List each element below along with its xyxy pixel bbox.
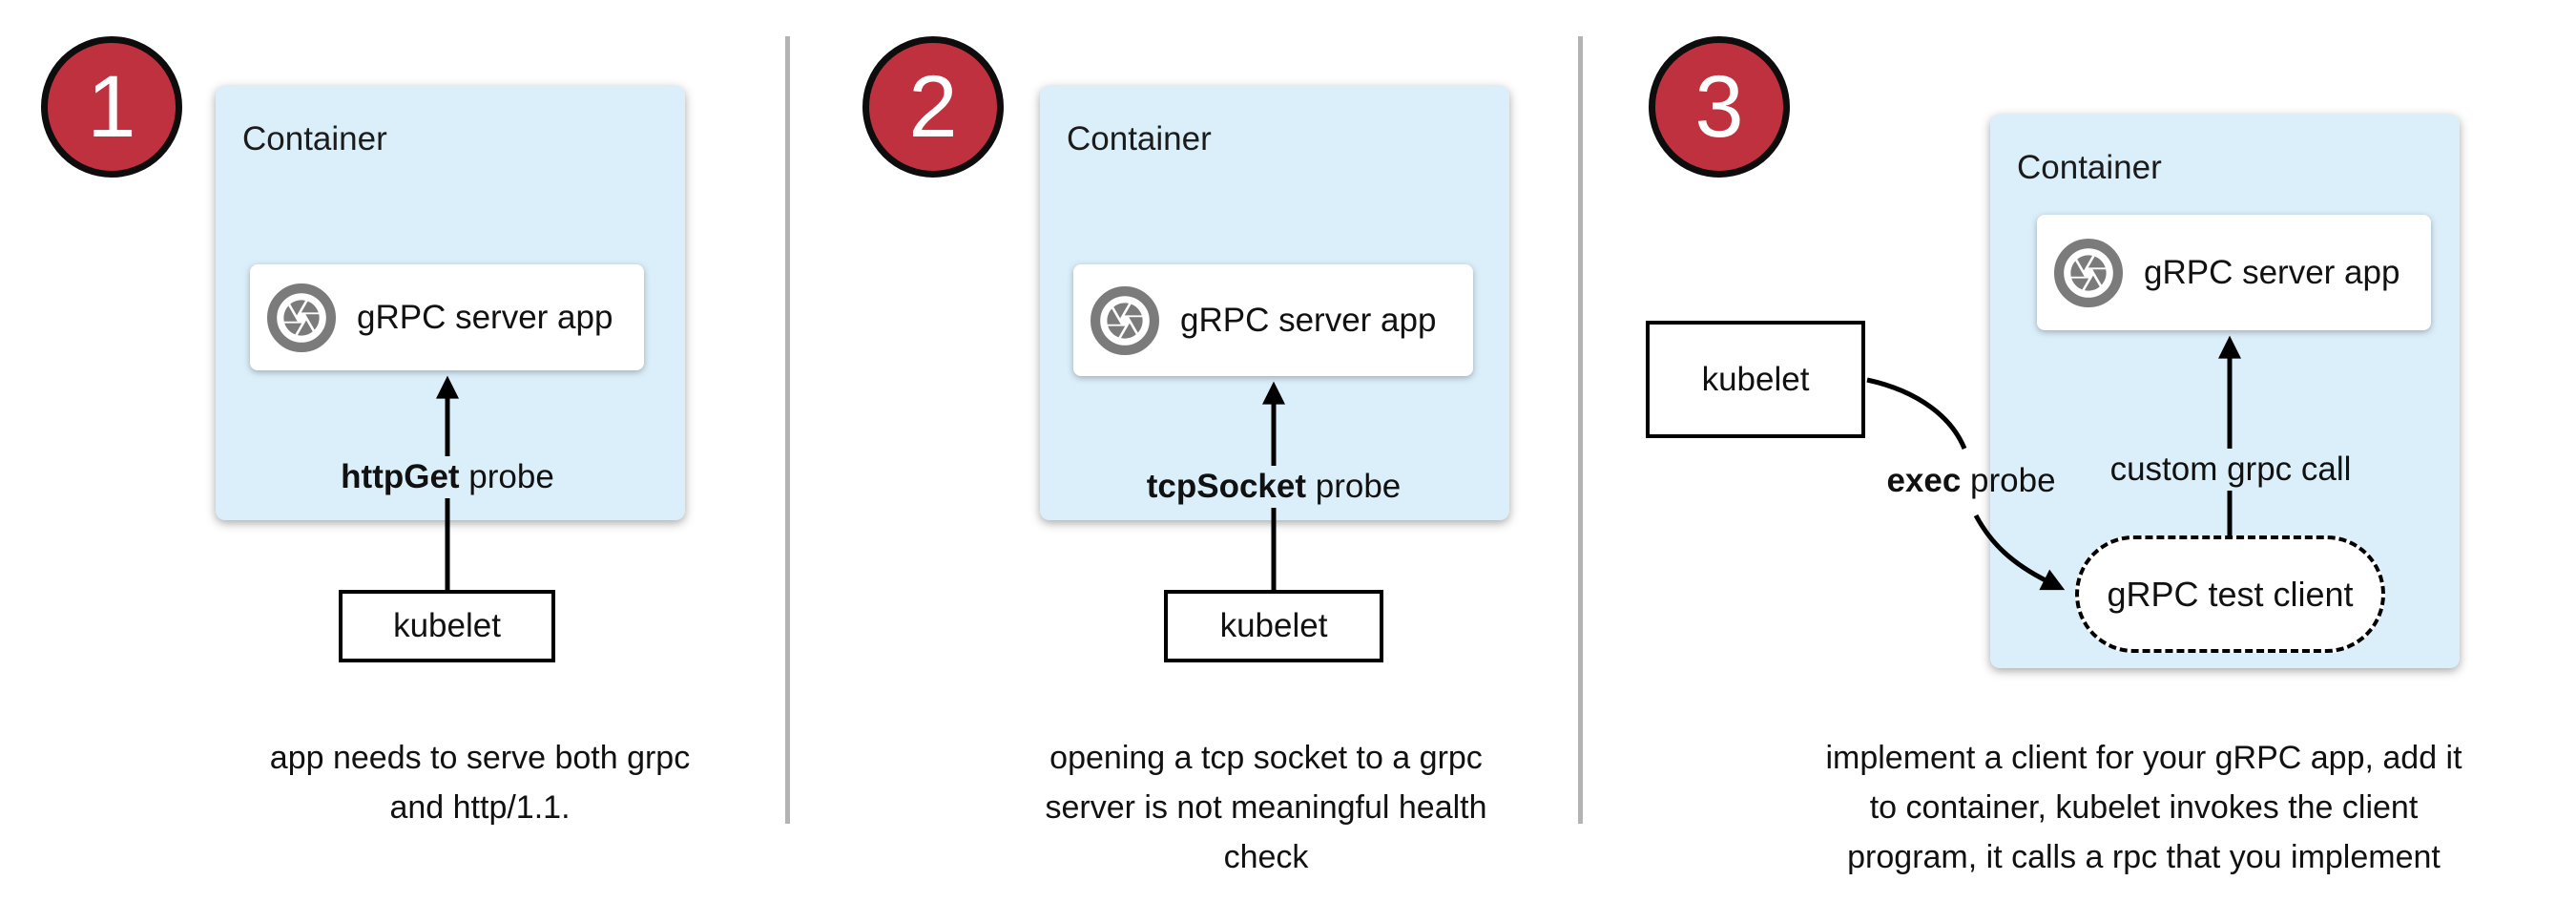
grpc-server-app-label: gRPC server app	[2144, 253, 2400, 291]
kubelet-label: kubelet	[1219, 607, 1328, 644]
kubelet-box-3: kubelet	[1646, 321, 1865, 438]
grpc-test-client-label: gRPC test client	[2107, 574, 2354, 614]
step-badge-3: 3	[1649, 36, 1790, 178]
probe-type: httpGet	[341, 458, 460, 495]
grpc-server-app-box-3: gRPC server app	[2037, 215, 2431, 330]
caption-line: server is not meaningful health	[1045, 789, 1487, 826]
caption-line: program, it calls a rpc that you impleme…	[1847, 839, 2441, 875]
kubelet-box-2: kubelet	[1164, 590, 1383, 662]
caption-3: implement a client for your gRPC app, ad…	[1825, 733, 2462, 882]
kubelet-label: kubelet	[1701, 360, 1810, 398]
exec-probe-curve-upper	[1866, 377, 1967, 450]
grpc-server-app-box-1: gRPC server app	[250, 264, 644, 370]
step-number: 2	[908, 58, 958, 156]
caption-line: app needs to serve both grpc	[269, 740, 691, 776]
probe-word: probe	[1961, 462, 2056, 499]
probe-type: exec	[1886, 462, 1962, 499]
aperture-icon	[2054, 238, 2123, 307]
probe-word: probe	[1306, 468, 1402, 505]
step-number: 1	[87, 58, 136, 156]
kubelet-label: kubelet	[393, 607, 501, 644]
container-1-title: Container	[242, 120, 387, 157]
container-1: Container gRPC server app	[216, 86, 685, 520]
panel-divider-1	[785, 36, 790, 824]
panel-divider-2	[1578, 36, 1583, 824]
probe-word: probe	[459, 458, 554, 495]
custom-grpc-call-label: custom grpc call	[2102, 449, 2359, 491]
caption-line: opening a tcp socket to a grpc	[1049, 740, 1483, 776]
caption-line: check	[1223, 839, 1309, 875]
grpc-server-app-box-2: gRPC server app	[1073, 264, 1473, 376]
grpc-test-client-oval: gRPC test client	[2075, 535, 2385, 653]
kubelet-box-1: kubelet	[339, 590, 555, 662]
aperture-icon	[267, 283, 336, 352]
probe-label-1: httpGet probe	[331, 456, 564, 498]
step-number: 3	[1694, 58, 1744, 156]
aperture-icon	[1091, 285, 1159, 355]
caption-line: to container, kubelet invokes the client	[1869, 789, 2419, 826]
caption-2: opening a tcp socket to a grpc server is…	[1045, 733, 1486, 882]
probe-label-3: exec probe	[1877, 460, 2065, 502]
grpc-server-app-label: gRPC server app	[1180, 301, 1437, 339]
container-3-title: Container	[2017, 149, 2162, 186]
grpc-server-app-label: gRPC server app	[357, 298, 613, 336]
step-badge-2: 2	[862, 36, 1004, 178]
probe-label-2: tcpSocket probe	[1136, 466, 1411, 508]
caption-1: app needs to serve both grpc and http/1.…	[270, 733, 690, 832]
container-2: Container gRPC server app	[1040, 86, 1509, 520]
caption-line: implement a client for your gRPC app, ad…	[1825, 740, 2462, 776]
caption-line: and http/1.1.	[389, 789, 571, 826]
probe-type: tcpSocket	[1146, 468, 1307, 505]
container-2-title: Container	[1067, 120, 1212, 157]
step-badge-1: 1	[41, 36, 182, 178]
